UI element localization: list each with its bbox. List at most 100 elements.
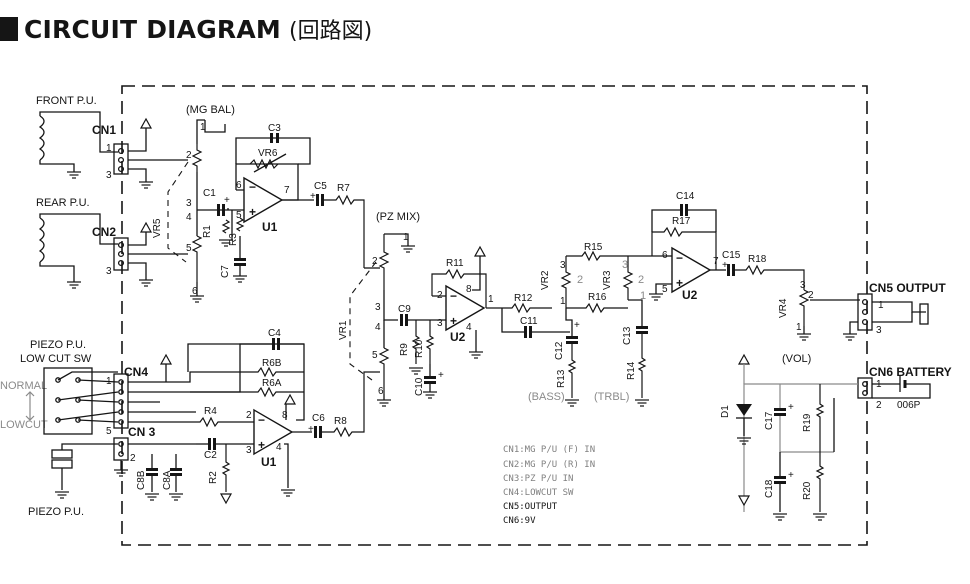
legend-cn5: CN5:OUTPUT [503, 502, 558, 512]
svg-text:R19: R19 [802, 413, 813, 432]
svg-text:1: 1 [796, 322, 802, 333]
trbl-label: (TRBL) [594, 391, 629, 403]
svg-text:3: 3 [437, 318, 443, 329]
svg-text:3: 3 [622, 259, 628, 271]
c2-label: C2 [204, 450, 217, 461]
bass-label: (BASS) [528, 391, 565, 403]
vr3-label: VR3 [602, 270, 613, 290]
title-japanese: (回路図) [289, 19, 373, 44]
connector-cn3: CN 3 2 [113, 425, 196, 477]
r18-label: R18 [748, 254, 767, 265]
svg-text:R3: R3 [228, 233, 239, 246]
piezo-low-cut-switch: PIEZO P.U. LOW CUT SW NORMAL LOWCUT [0, 339, 119, 435]
c9-label: C9 [398, 304, 411, 315]
tone-treble-section: R15 R16 VR3 321 C13 R14 (TRBL) [566, 242, 664, 407]
vol-label: (VOL) [782, 353, 811, 365]
r15-label: R15 [584, 242, 603, 253]
output-jack-icon [919, 303, 929, 325]
cn1-label: CN1 [92, 123, 116, 137]
r4-label: R4 [204, 406, 217, 417]
low-cut-sw-label: LOW CUT SW [20, 353, 92, 365]
vr5-label: VR5 [152, 218, 163, 238]
c5-r7-path: C5 + R7 [282, 181, 365, 268]
diagram-title: CIRCUIT DIAGRAM (回路図) [0, 12, 372, 46]
svg-text:1: 1 [403, 232, 409, 243]
battery-type-label: 006P [897, 400, 921, 411]
piezo-pickup: PIEZO P.U. [28, 443, 118, 518]
legend-cn6: CN6:9V [503, 516, 536, 526]
svg-text:1: 1 [106, 143, 112, 154]
svg-text:1: 1 [560, 296, 566, 307]
svg-text:R2: R2 [208, 471, 219, 484]
svg-text:5: 5 [106, 426, 112, 437]
vr1-label: VR1 [338, 320, 349, 340]
svg-text:−: − [450, 289, 457, 303]
lowcut-label: LOWCUT [0, 419, 48, 431]
connector-legend: CN1:MG P/U (F) IN CN2:MG P/U (R) IN CN3:… [503, 445, 595, 526]
cn4-label: CN4 [124, 365, 148, 379]
c15-label: C15 [722, 250, 741, 261]
svg-text:3: 3 [106, 170, 112, 181]
c3-label: C3 [268, 123, 281, 134]
svg-text:8: 8 [282, 410, 288, 421]
piezo-pu-label: PIEZO P.U. [30, 339, 86, 351]
svg-text:+: + [676, 276, 683, 290]
board-outline [121, 85, 868, 546]
pz-mix-label: (PZ MIX) [376, 211, 420, 223]
connector-cn1: CN1 1 3 [92, 118, 188, 189]
svg-text:+: + [308, 424, 314, 435]
svg-text:2: 2 [808, 290, 814, 301]
svg-text:5: 5 [236, 210, 242, 221]
u2-right-label: U2 [682, 288, 698, 302]
opamp-u2-right: − + 657 U2 R17 C14 C15 + R18 [648, 191, 805, 302]
cn5-output-label: CN5 OUTPUT [869, 281, 946, 295]
r17-label: R17 [672, 216, 691, 227]
svg-text:C8B: C8B [136, 470, 147, 490]
r8-label: R8 [334, 416, 347, 427]
svg-text:+: + [224, 195, 230, 206]
vr1-pz-mix: (PZ MIX) 1 2 3 4 5 6 VR1 [338, 211, 420, 407]
power-supply-filter: D1 C17 + R19 R20 C18 + [720, 384, 835, 521]
svg-text:−: − [676, 251, 683, 265]
svg-text:+: + [788, 470, 794, 481]
r12-label: R12 [514, 293, 533, 304]
svg-text:2: 2 [372, 256, 378, 267]
svg-text:C10: C10 [414, 377, 425, 396]
vr5-mg-balance: (MG BAL) 1 2 5 6 3 4 VR5 [152, 104, 235, 303]
svg-text:R20: R20 [802, 481, 813, 500]
title-square-icon [0, 17, 18, 41]
svg-text:3: 3 [186, 198, 192, 209]
d1-label: D1 [720, 405, 731, 418]
svg-text:R10: R10 [414, 339, 425, 358]
svg-text:R1: R1 [202, 225, 213, 238]
vr4-label: VR4 [778, 298, 789, 318]
svg-text:5: 5 [186, 243, 192, 254]
svg-text:3: 3 [560, 260, 566, 271]
svg-text:4: 4 [375, 322, 381, 333]
svg-text:2: 2 [246, 410, 252, 421]
svg-text:2: 2 [130, 453, 136, 464]
c6-label: C6 [312, 413, 325, 424]
rear-pu-label: REAR P.U. [36, 197, 90, 209]
opamp-u1-top: − + 657 U1 C1 + C3 VR6 R1 R3 C7 [202, 123, 311, 283]
vr2-label: VR2 [540, 270, 551, 290]
legend-cn3: CN3:PZ P/U IN [503, 474, 573, 484]
svg-text:+: + [310, 191, 316, 202]
mg-bal-label: (MG BAL) [186, 104, 235, 116]
svg-text:6: 6 [236, 180, 242, 191]
c5-label: C5 [314, 181, 327, 192]
svg-text:2: 2 [186, 150, 192, 161]
u1-top-label: U1 [262, 220, 278, 234]
svg-text:4: 4 [276, 442, 282, 453]
svg-text:+: + [438, 370, 444, 381]
legend-cn2: CN2:MG P/U (R) IN [503, 460, 595, 470]
front-pu-label: FRONT P.U. [36, 95, 97, 107]
cn2-label: CN2 [92, 225, 116, 239]
svg-text:C12: C12 [554, 341, 565, 360]
cn6-battery-label: CN6 BATTERY [869, 365, 952, 379]
svg-text:6: 6 [192, 286, 198, 297]
rear-pickup: REAR P.U. [36, 197, 118, 289]
svg-text:−: − [249, 180, 256, 194]
svg-text:1: 1 [878, 300, 884, 311]
